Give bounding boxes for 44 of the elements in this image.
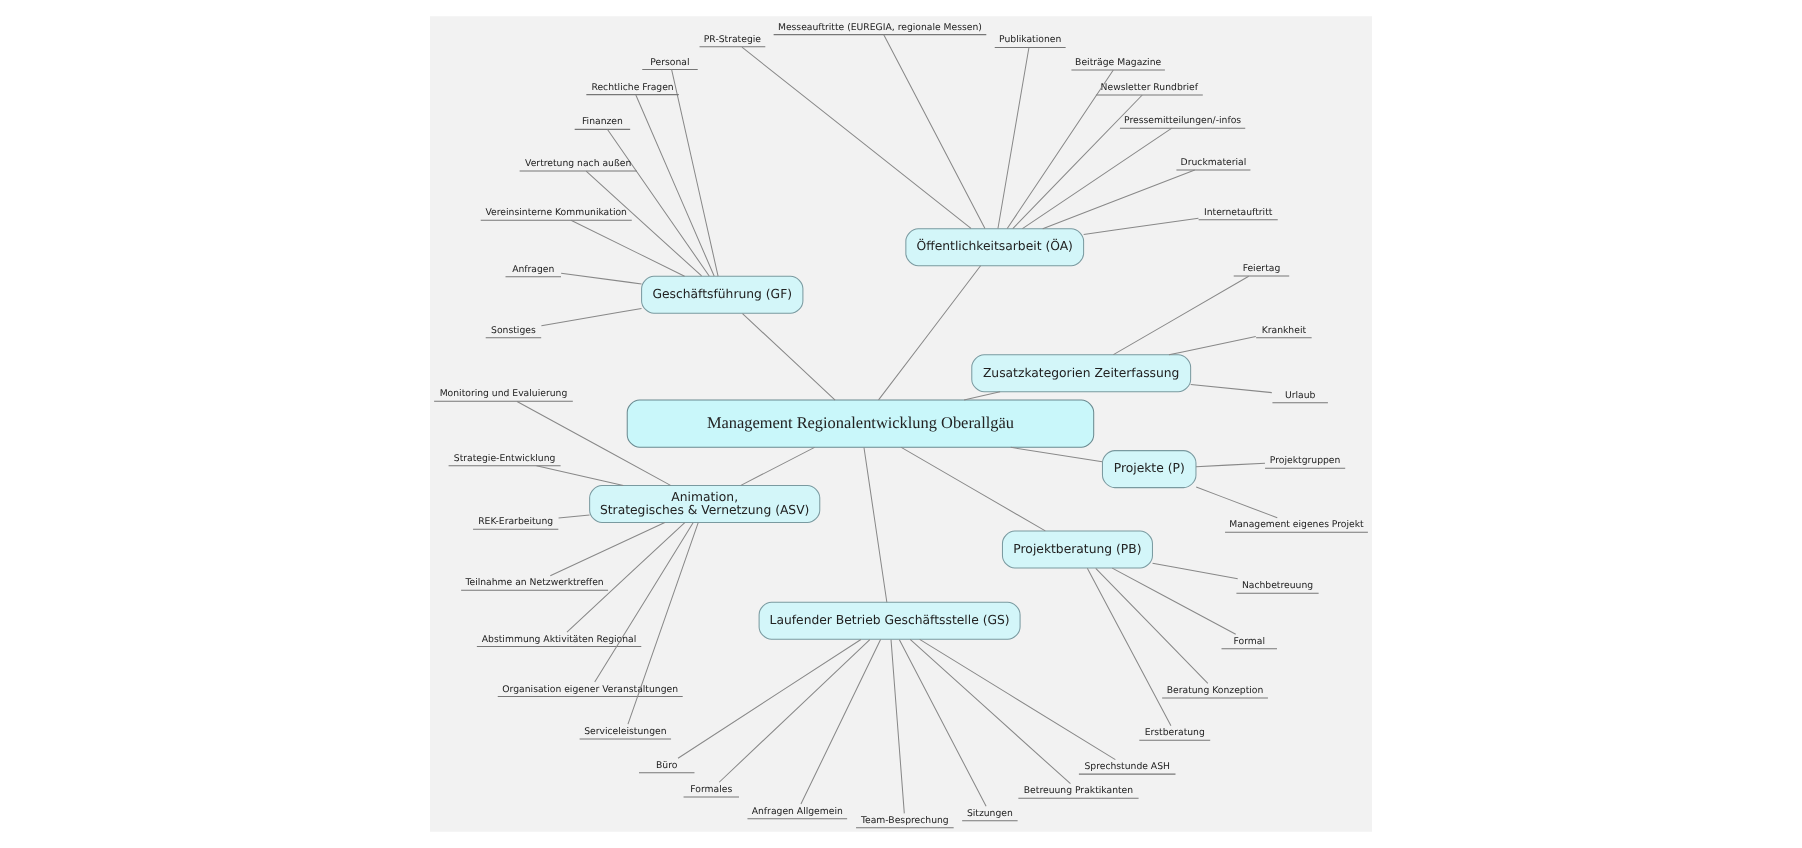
connector (585, 170, 703, 277)
connector (900, 446, 1046, 532)
connector (883, 34, 986, 229)
connector (718, 639, 871, 783)
connector (740, 446, 816, 486)
connector (1086, 567, 1172, 727)
connector (516, 400, 672, 486)
connector (1190, 383, 1273, 394)
connector (594, 522, 694, 683)
connector (1111, 567, 1237, 635)
connector (671, 69, 719, 277)
connector (742, 313, 836, 401)
connector (566, 522, 686, 633)
connector (1195, 462, 1266, 468)
connector (909, 638, 1071, 785)
connector (1152, 562, 1239, 580)
connector (560, 272, 643, 285)
connector (878, 265, 982, 401)
connector (607, 129, 710, 277)
connector (919, 638, 1116, 761)
connector (997, 47, 1030, 229)
connector (540, 308, 643, 327)
node-box: Management Regionalentwicklung Oberallgäu (626, 399, 1095, 448)
connector (535, 465, 624, 487)
connector (741, 46, 972, 229)
connector (1083, 217, 1199, 236)
connector (1095, 567, 1209, 684)
connector (549, 522, 666, 577)
connector (898, 639, 987, 807)
connector (1012, 94, 1143, 230)
connector (963, 391, 1001, 401)
connector (1042, 169, 1196, 230)
connector (1195, 486, 1278, 519)
connector (1168, 335, 1257, 356)
connector (627, 522, 699, 725)
connector (570, 219, 686, 277)
connector (1112, 275, 1250, 356)
connector (800, 638, 882, 805)
connector (635, 94, 715, 277)
connector (558, 514, 591, 519)
connector (890, 639, 905, 814)
connector (1006, 69, 1114, 230)
connector (1010, 446, 1103, 463)
connector (863, 446, 888, 603)
